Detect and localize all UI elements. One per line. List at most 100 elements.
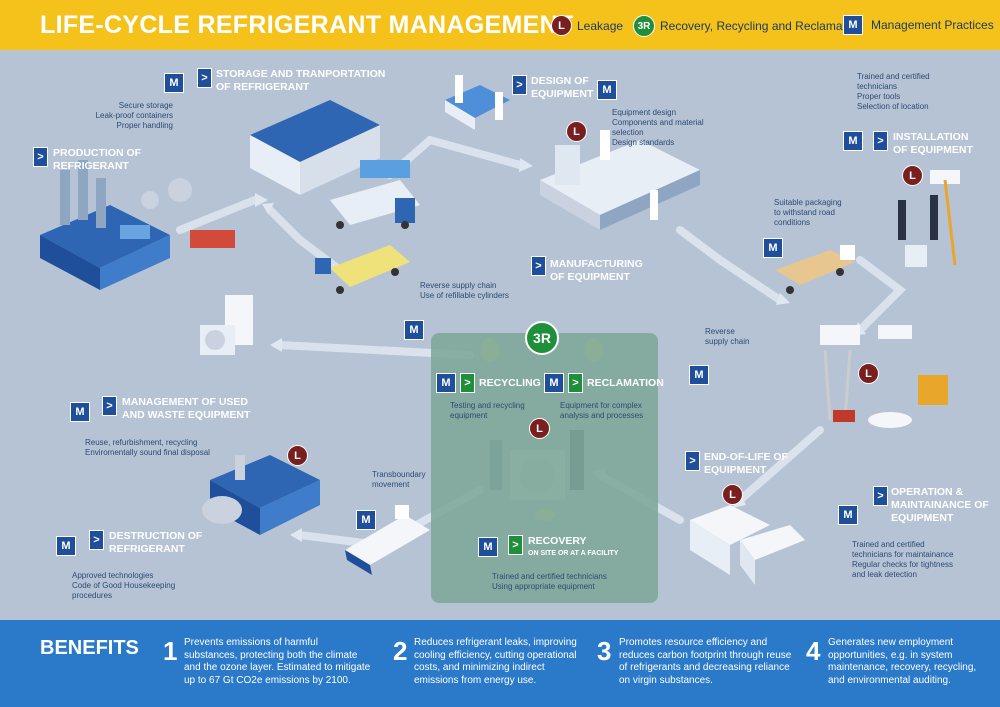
path-production-storage [176, 196, 259, 234]
design-lab-illustration [445, 75, 510, 130]
benefits-title: BENEFITS [40, 637, 139, 659]
recycling-m-badge: M [436, 373, 456, 393]
stage-installation: INSTALLATION OF EQUIPMENT [893, 131, 973, 156]
benefit-4-text: Generates new employment opportunities, … [828, 637, 977, 686]
legend-recovery: 3R Recovery, Recycling and Reclamation [633, 15, 862, 37]
benefit-3-text: Promotes resource efficiency and reduces… [619, 637, 792, 686]
destruction-leakage-badge: L [287, 445, 308, 466]
warehouse-illustration [250, 100, 420, 229]
3r-badge: 3R [525, 321, 559, 355]
assembly-line-illustration [540, 130, 700, 230]
storage-m-badge: M [164, 73, 184, 93]
tanker-truck-illustration [315, 245, 410, 294]
path-manufacturing-installation [676, 226, 784, 304]
arrowhead-storage [255, 193, 268, 207]
operation-arrow-badge: > [873, 486, 888, 506]
legend-management-label: Management Practices [871, 18, 994, 32]
benefits-bar [0, 620, 1000, 707]
manufacturing-arrow-badge: > [531, 256, 546, 276]
arrowhead-reverse [262, 203, 274, 214]
recovery-leakage-badge: L [529, 418, 550, 439]
path-installation-operation [856, 256, 907, 334]
legend-leakage-label: Leakage [577, 18, 624, 33]
recovery-badge: 3R [633, 15, 655, 37]
factory-illustration [40, 160, 235, 290]
reclamation-m-badge: M [544, 373, 564, 393]
design-arrow-badge: > [512, 75, 527, 95]
end-of-life-arrow-badge: > [685, 451, 700, 471]
stage-end-of-life: END-OF-LIFE OF EQUIPMENT [704, 451, 788, 476]
destruction-arrow-badge: > [89, 530, 104, 550]
stage-design: DESIGN OF EQUIPMENT [531, 75, 594, 100]
reclamation-arrow-badge: > [568, 373, 583, 393]
recovery-m-badge: M [478, 537, 498, 557]
stage-recycling: RECYCLING [479, 377, 541, 389]
benefit-4-number: 4 [806, 636, 821, 666]
management-badge: M [843, 15, 863, 35]
legend-management: M Management Practices [843, 15, 994, 35]
stage-operation: OPERATION & MAINTAINANCE OF EQUIPMENT [891, 486, 989, 524]
stage-reclamation: RECLAMATION [587, 377, 664, 389]
arrowhead-manufacturing [519, 158, 533, 172]
delivery-truck-illustration [775, 245, 855, 294]
reverse-supply2-m-badge: M [689, 365, 709, 385]
arrowhead-management [270, 338, 282, 352]
path-operation-endoflife [736, 426, 824, 504]
header-bar [0, 0, 1000, 50]
production-arrow-badge: > [33, 147, 48, 167]
old-ac-units-illustration [690, 505, 805, 585]
benefit-2-number: 2 [393, 636, 408, 666]
recycling-arrow-badge: > [460, 373, 475, 393]
stage-management-used: MANAGEMENT OF USED AND WASTE EQUIPMENT [122, 396, 251, 421]
ship-illustration [345, 505, 430, 575]
stage-manufacturing: MANUFACTURING OF EQUIPMENT [550, 258, 643, 283]
stage-storage: STORAGE AND TRANPORTATION OF REFRIGERANT [216, 68, 386, 93]
used-equipment-illustration [200, 295, 253, 355]
destruction-facility-illustration [202, 455, 320, 535]
storage-arrow-badge: > [197, 68, 212, 88]
stage-recovery: RECOVERY [528, 535, 587, 547]
benefit-3-number: 3 [597, 636, 612, 666]
end-of-life-leakage-badge: L [722, 484, 743, 505]
benefit-1-number: 1 [163, 636, 178, 666]
legend-leakage: L Leakage [551, 15, 623, 36]
stage-recovery-sub: ON SITE OR AT A FACILITY [528, 550, 619, 557]
stage-production: PRODUCTION OF REFRIGERANT [53, 147, 142, 172]
stage-destruction: DESTRUCTION OF REFRIGERANT [109, 530, 203, 555]
page-title: LIFE-CYCLE REFRIGERANT MANAGEMENT [40, 11, 574, 39]
design-m-badge: M [597, 80, 617, 100]
destruction-m-badge: M [56, 536, 76, 556]
installation-m-badge: M [843, 131, 863, 151]
recovery-arrow-badge: > [508, 535, 523, 555]
leakage-badge: L [551, 15, 572, 36]
benefit-2-text: Reduces refrigerant leaks, improving coo… [414, 637, 577, 686]
management-used-arrow-badge: > [102, 396, 117, 416]
design-leakage-badge: L [566, 121, 587, 142]
operation-leakage-badge: L [858, 363, 879, 384]
arrowhead-installation [776, 293, 790, 305]
transboundary-m-badge: M [356, 510, 376, 530]
installation-illustration [898, 170, 960, 267]
legend-recovery-label: Recovery, Recycling and Reclamation [660, 19, 862, 33]
benefit-1-text: Prevents emissions of harmful substances… [184, 637, 371, 686]
management-used-m-badge: M [70, 402, 90, 422]
operation-m-badge: M [838, 505, 858, 525]
installation-arrow-badge: > [873, 131, 888, 151]
packaging-m-badge: M [763, 238, 783, 258]
installation-leakage-badge: L [902, 165, 923, 186]
reverse-supply-m-badge: M [404, 320, 424, 340]
operation-room-illustration [820, 325, 948, 428]
